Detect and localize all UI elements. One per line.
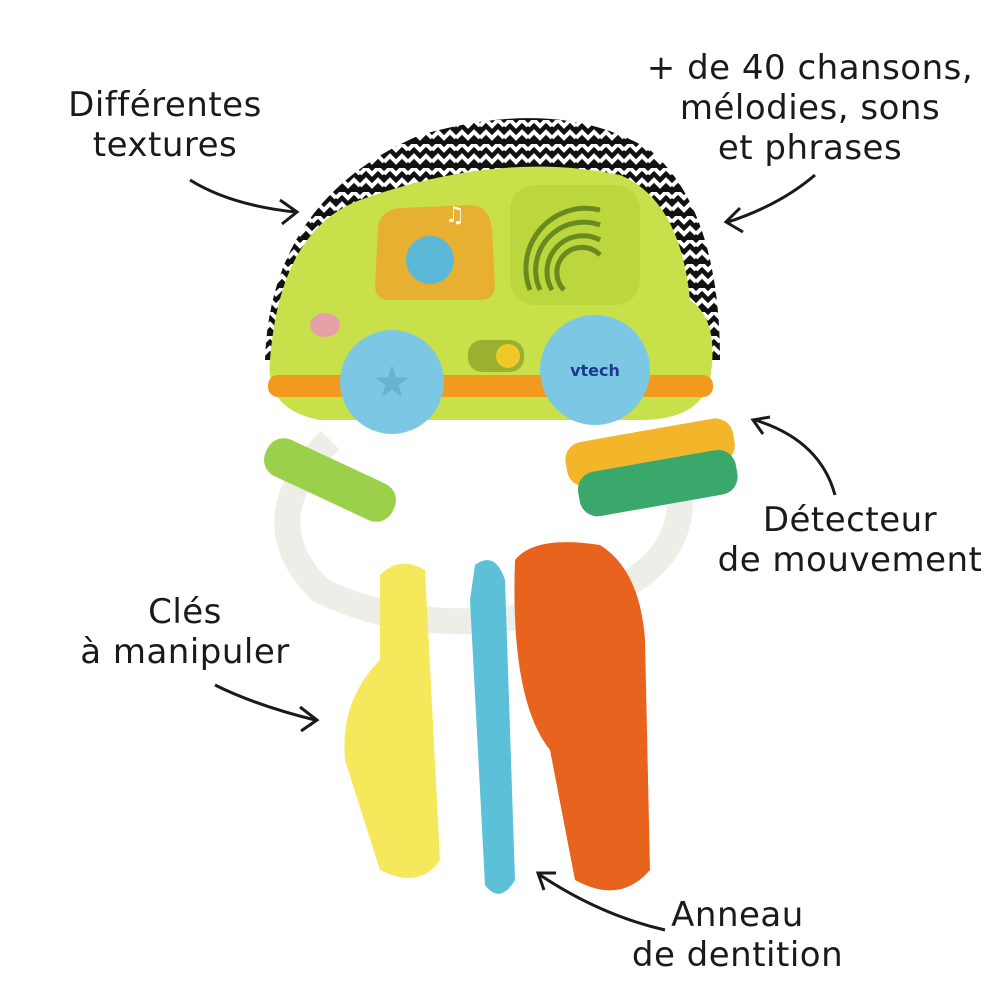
arrows [189, 173, 837, 932]
key-orange [514, 542, 650, 891]
pink-light [310, 313, 340, 337]
wheel-left [340, 330, 444, 434]
speaker-grille [510, 185, 640, 305]
wheel-right [540, 315, 650, 425]
key-blue [470, 560, 515, 894]
arrow-songs [723, 173, 816, 234]
label-motion: Détecteur de mouvement [717, 500, 983, 580]
arrow-motion [750, 415, 837, 496]
arrow-keys [214, 683, 320, 733]
svg-text:★: ★ [372, 357, 411, 408]
label-keys: Clés à manipuler [80, 592, 290, 672]
arrow-teething [535, 871, 666, 932]
music-note-icon: ♫ [445, 203, 465, 228]
label-textures: Différentes textures [68, 85, 262, 165]
arrow-textures [189, 178, 300, 226]
key-green-small [577, 449, 738, 517]
key-yellow [344, 563, 440, 878]
vtech-logo: vtech [570, 361, 620, 380]
puppy-face [406, 236, 454, 284]
label-songs: + de 40 chansons, mélodies, sons et phra… [646, 48, 974, 168]
green-bead [264, 438, 396, 522]
ring [274, 430, 693, 635]
label-teething: Anneau de dentition [631, 895, 844, 975]
